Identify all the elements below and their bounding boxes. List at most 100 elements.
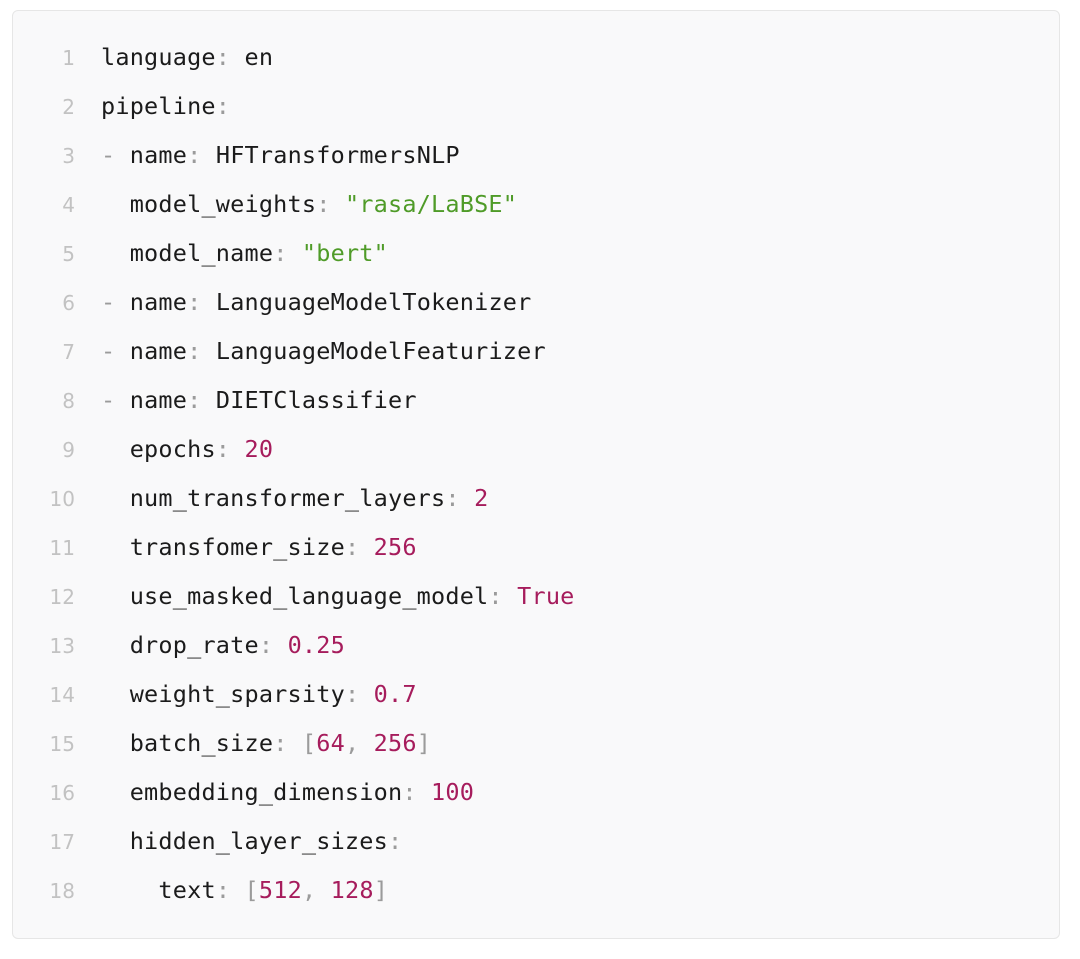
code-line[interactable]: 5 model_name: "bert" — [13, 229, 1059, 278]
token-punct: : — [215, 435, 231, 463]
token-bool: True — [517, 582, 575, 610]
token-key: model_weights — [129, 190, 317, 218]
indent — [101, 876, 158, 904]
token-key: drop_rate — [129, 631, 259, 659]
line-number: 14 — [49, 683, 75, 707]
token-key: name — [129, 288, 188, 316]
token-space — [288, 239, 302, 267]
token-punct: : — [344, 533, 360, 561]
token-dash: - — [101, 288, 116, 316]
indent — [101, 729, 130, 757]
token-punct: : — [215, 876, 231, 904]
token-dash: - — [101, 386, 116, 414]
line-number: 16 — [49, 781, 75, 805]
indent — [101, 778, 130, 806]
line-number: 6 — [62, 291, 75, 315]
line-number: 15 — [49, 732, 75, 756]
token-space — [201, 337, 215, 365]
line-number: 5 — [62, 242, 75, 266]
code-line-text: batch_size: [64, 256] — [75, 719, 1059, 768]
code-line-text: model_name: "bert" — [75, 229, 1059, 278]
code-line[interactable]: 3- name: HFTransformersNLP — [13, 131, 1059, 180]
token-number: 512 — [258, 876, 302, 904]
token-number: 2 — [474, 484, 489, 512]
token-dash: - — [101, 337, 116, 365]
code-line[interactable]: 13 drop_rate: 0.25 — [13, 621, 1059, 670]
code-line[interactable]: 14 weight_sparsity: 0.7 — [13, 670, 1059, 719]
token-key: embedding_dimension — [129, 778, 403, 806]
token-number: 64 — [316, 729, 345, 757]
token-space — [230, 876, 244, 904]
code-line[interactable]: 18 text: [512, 128] — [13, 866, 1059, 915]
token-space — [230, 435, 244, 463]
token-punct: : — [445, 484, 460, 512]
code-line-text: - name: LanguageModelTokenizer — [75, 278, 1059, 327]
code-line[interactable]: 6- name: LanguageModelTokenizer — [13, 278, 1059, 327]
line-number: 10 — [49, 487, 75, 511]
line-number: 11 — [49, 536, 75, 560]
code-line-text: transfomer_size: 256 — [75, 523, 1059, 572]
token-punct: : — [187, 288, 202, 316]
token-key: use_masked_language_model — [129, 582, 489, 610]
code-line-text: - name: LanguageModelFeaturizer — [75, 327, 1059, 376]
token-punct: : — [387, 827, 403, 855]
token-number: 128 — [330, 876, 374, 904]
indent — [101, 680, 130, 708]
token-punct: : — [187, 337, 202, 365]
token-number: 100 — [431, 778, 475, 806]
line-number: 8 — [62, 389, 75, 413]
line-number: 3 — [62, 144, 75, 168]
token-space — [115, 288, 129, 316]
code-line[interactable]: 15 batch_size: [64, 256] — [13, 719, 1059, 768]
code-line-text: drop_rate: 0.25 — [75, 621, 1059, 670]
token-space — [115, 337, 129, 365]
token-plain: LanguageModelFeaturizer — [215, 337, 546, 365]
code-line[interactable]: 9 epochs: 20 — [13, 425, 1059, 474]
indent — [101, 533, 130, 561]
token-key: hidden_layer_sizes — [129, 827, 388, 855]
token-key: name — [129, 386, 188, 414]
code-line[interactable]: 11 transfomer_size: 256 — [13, 523, 1059, 572]
token-space — [201, 288, 215, 316]
token-number: 20 — [244, 435, 274, 463]
indent — [101, 190, 130, 218]
token-space — [359, 680, 373, 708]
token-plain: LanguageModelTokenizer — [215, 288, 532, 316]
token-punct: : — [273, 239, 288, 267]
token-space — [417, 778, 431, 806]
token-key: text — [158, 876, 216, 904]
line-number: 2 — [62, 95, 75, 119]
token-key: transfomer_size — [129, 533, 345, 561]
token-key: epochs — [129, 435, 216, 463]
token-space — [201, 386, 215, 414]
indent — [101, 582, 130, 610]
token-punct: , — [344, 729, 374, 757]
token-number: 0.7 — [373, 680, 417, 708]
token-punct: : — [187, 141, 202, 169]
code-line[interactable]: 17 hidden_layer_sizes: — [13, 817, 1059, 866]
token-space — [460, 484, 474, 512]
code-line[interactable]: 16 embedding_dimension: 100 — [13, 768, 1059, 817]
token-punct: , — [301, 876, 331, 904]
code-line[interactable]: 12 use_masked_language_model: True — [13, 572, 1059, 621]
token-plain: DIETClassifier — [215, 386, 417, 414]
indent — [101, 827, 130, 855]
indent — [101, 435, 130, 463]
token-key: num_transformer_layers — [129, 484, 446, 512]
code-line[interactable]: 4 model_weights: "rasa/LaBSE" — [13, 180, 1059, 229]
token-punct: : — [402, 778, 417, 806]
token-space — [331, 190, 345, 218]
line-number: 7 — [62, 340, 75, 364]
code-line[interactable]: 10 num_transformer_layers: 2 — [13, 474, 1059, 523]
code-line-text: pipeline: — [75, 82, 1059, 131]
code-line-text: epochs: 20 — [75, 425, 1059, 474]
token-key: language — [101, 43, 216, 71]
code-line[interactable]: 7- name: LanguageModelFeaturizer — [13, 327, 1059, 376]
token-number: 256 — [373, 533, 417, 561]
token-number: 256 — [373, 729, 417, 757]
code-line[interactable]: 8- name: DIETClassifier — [13, 376, 1059, 425]
